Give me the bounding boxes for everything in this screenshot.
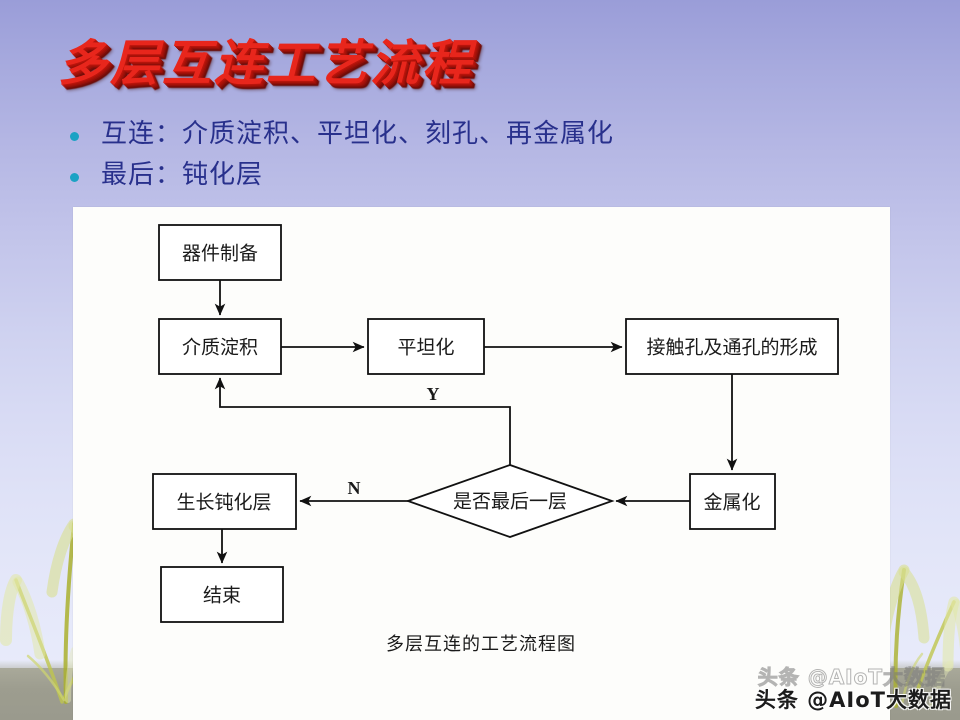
bullet-list: 互连：介质淀积、平坦化、刻孔、再金属化 最后：钝化层 xyxy=(70,117,870,199)
bullet-item-text: 最后：钝化层 xyxy=(101,160,264,191)
bullet-item-text: 互连：介质淀积、平坦化、刻孔、再金属化 xyxy=(101,119,615,149)
flow-node-planarization: 平坦化 xyxy=(367,318,485,375)
flow-node-label: 金属化 xyxy=(703,492,760,514)
flow-node-label: 生长钝化层 xyxy=(176,492,271,514)
bullet-marker-icon xyxy=(70,173,79,183)
flowchart-image-panel: 器件制备 介质淀积 平坦化 接触孔及通孔的形成 金属化 xyxy=(73,207,890,720)
flowchart-caption: 多层互连的工艺流程图 xyxy=(386,634,576,655)
flow-node-end: 结束 xyxy=(160,566,284,623)
flow-node-device-prep: 器件制备 xyxy=(158,224,282,281)
flow-node-label: 器件制备 xyxy=(182,243,258,265)
flow-node-label: 结束 xyxy=(203,585,241,607)
flow-node-label: 介质淀积 xyxy=(182,337,258,359)
flow-edge-label-no: N xyxy=(348,478,361,498)
flow-edge-decision-yes-to-dielectric xyxy=(214,377,511,465)
page-title: 多层互连工艺流程 xyxy=(58,35,475,92)
flow-node-label: 是否最后一层 xyxy=(453,491,567,513)
flow-node-label: 平坦化 xyxy=(397,337,454,359)
watermark-text: 头条 @AIoT大数据 xyxy=(754,688,952,712)
bullet-marker-icon xyxy=(70,132,79,141)
flow-edge-label-yes: Y xyxy=(427,384,440,404)
flow-node-passivation: 生长钝化层 xyxy=(152,473,297,530)
flow-node-last-layer-decision: 是否最后一层 xyxy=(405,464,615,538)
bullet-item: 互连：介质淀积、平坦化、刻孔、再金属化 xyxy=(70,117,870,152)
flow-node-via-formation: 接触孔及通孔的形成 xyxy=(625,318,839,375)
flow-node-metallization: 金属化 xyxy=(689,473,776,530)
watermark-ghost-text: 头条 @AIoT大数据 xyxy=(757,665,946,690)
flowchart-svg: 器件制备 介质淀积 平坦化 接触孔及通孔的形成 金属化 xyxy=(152,224,839,655)
bullet-item: 最后：钝化层 xyxy=(70,158,870,193)
flow-node-label: 接触孔及通孔的形成 xyxy=(646,337,817,359)
flow-node-dielectric-deposition: 介质淀积 xyxy=(158,318,282,375)
